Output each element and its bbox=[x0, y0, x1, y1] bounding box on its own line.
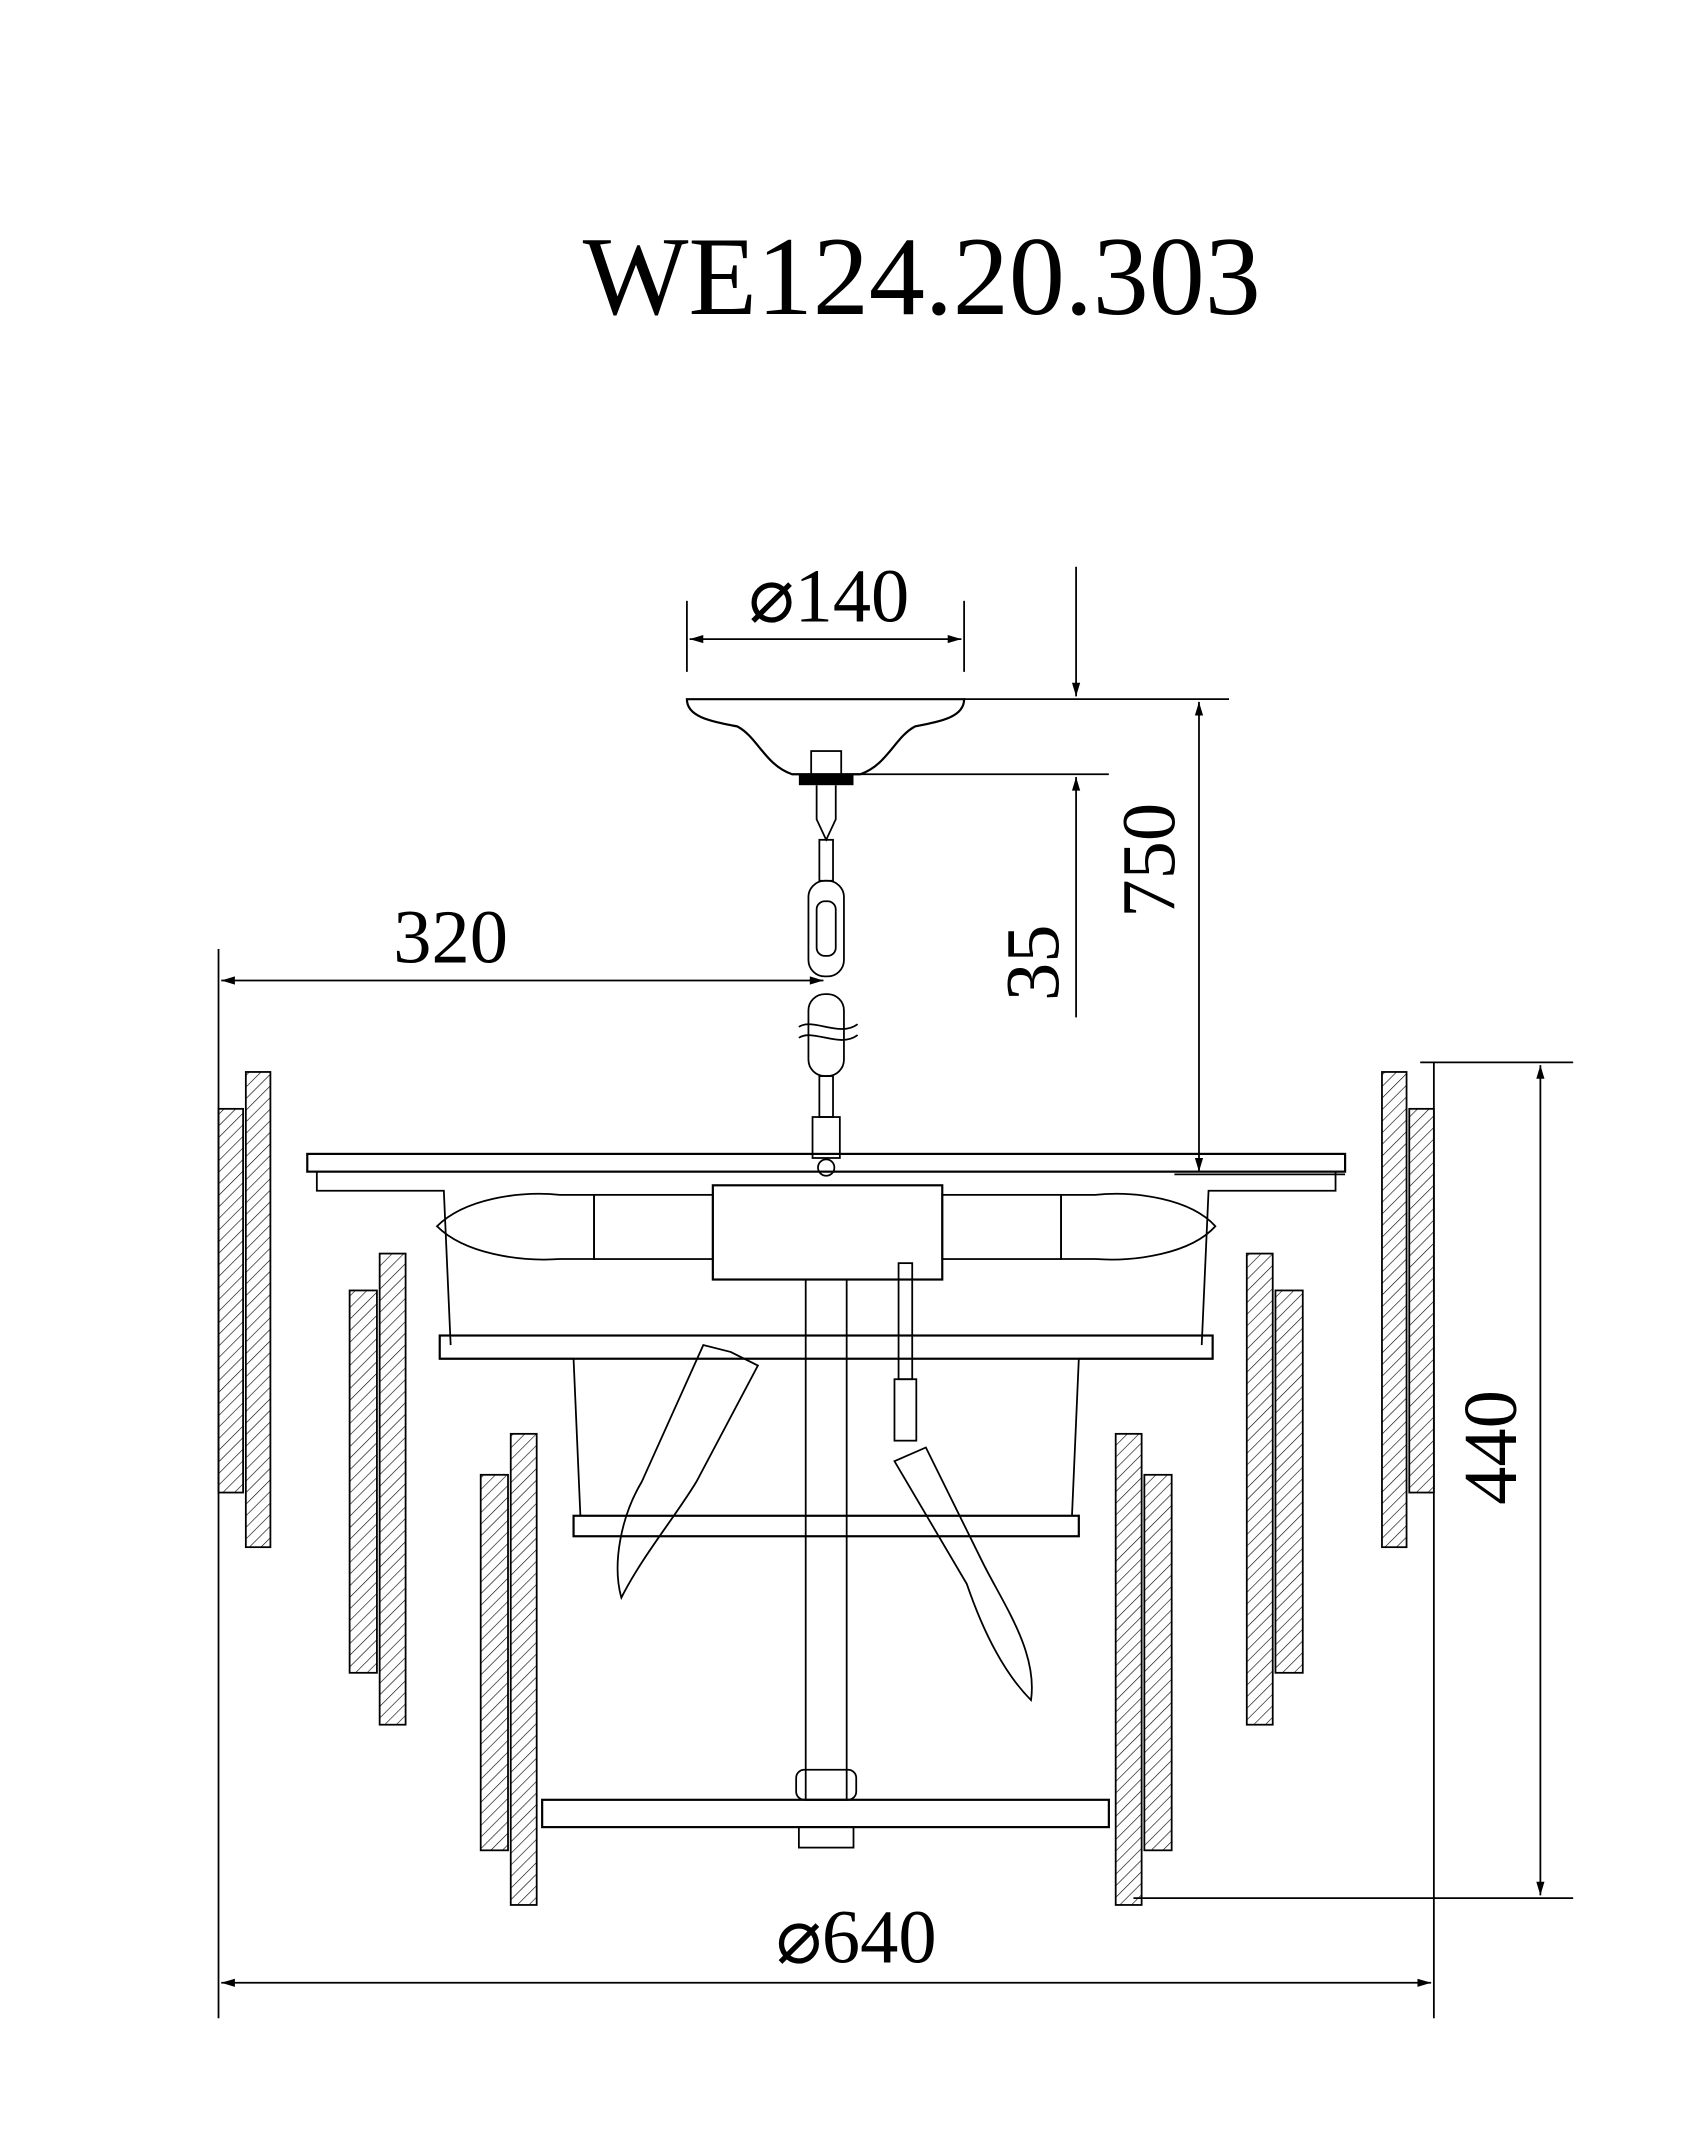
dimension-label: ⌀140 bbox=[749, 553, 910, 638]
dimension-drop-35: 35 bbox=[846, 566, 1230, 1018]
dimension-canopy-diameter: ⌀140 bbox=[686, 553, 965, 672]
chain bbox=[798, 785, 859, 1177]
dimension-label: 750 bbox=[1106, 803, 1191, 918]
dimension-height-440: 440 bbox=[1133, 1061, 1574, 1900]
dimension-height-750: 750 bbox=[1106, 701, 1346, 1176]
dimension-label: ⌀640 bbox=[776, 1894, 937, 1979]
crystal-panels bbox=[217, 1071, 1435, 1906]
frame bbox=[306, 1152, 1347, 1849]
canopy-cap bbox=[798, 774, 854, 786]
dimension-label: 320 bbox=[393, 895, 508, 980]
dimension-label: 440 bbox=[1448, 1390, 1533, 1505]
canopy-nut bbox=[810, 750, 843, 777]
ceiling-canopy bbox=[685, 698, 966, 776]
candle-bulbs bbox=[435, 1192, 1217, 1703]
model-title: WE124.20.303 bbox=[583, 215, 1261, 339]
dimension-label: 35 bbox=[990, 924, 1075, 1000]
